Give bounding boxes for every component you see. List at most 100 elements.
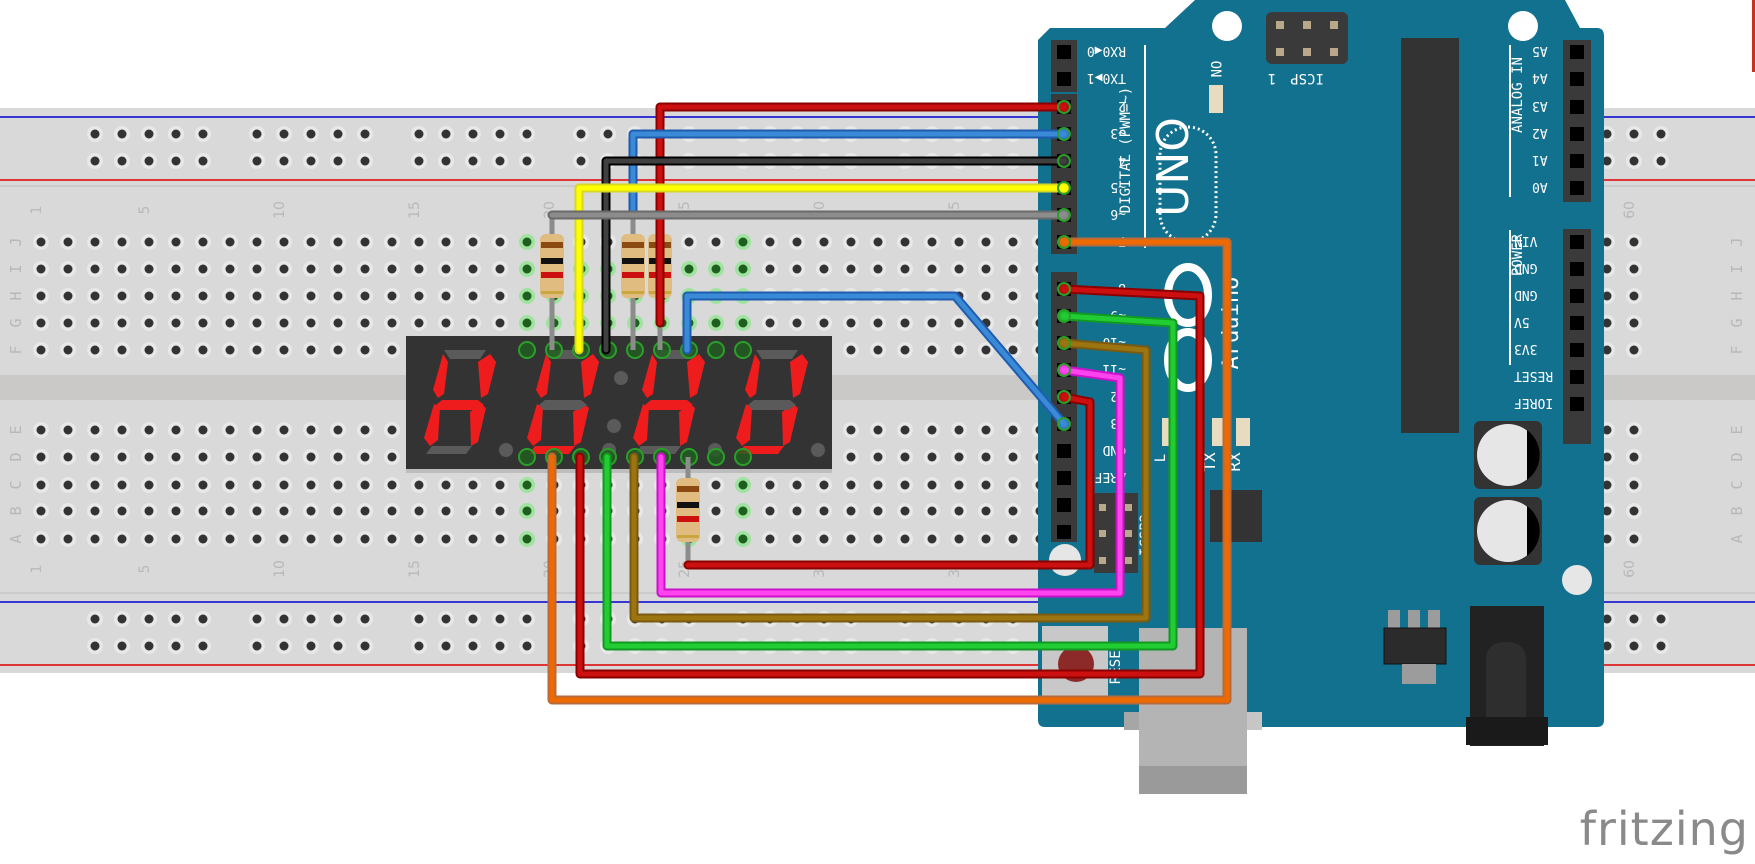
wire-end-connector[interactable] — [1057, 390, 1071, 404]
header-socket[interactable] — [1570, 316, 1584, 330]
header-socket[interactable] — [1570, 181, 1584, 195]
display-pin[interactable] — [707, 341, 725, 359]
wire-end-connector[interactable] — [1057, 181, 1071, 195]
breadboard-hole-center — [144, 129, 154, 139]
wire-gray-pin6[interactable] — [547, 208, 1071, 222]
breadboard-hole-center — [1629, 534, 1639, 544]
breadboard-hole-center — [495, 480, 505, 490]
wire-green-pin9[interactable] — [602, 309, 1178, 651]
header-socket[interactable] — [1570, 289, 1584, 303]
wire-black-pin4[interactable] — [601, 154, 1071, 355]
wire-end-connector[interactable] — [1057, 336, 1071, 350]
header-socket[interactable] — [1057, 72, 1071, 86]
header-socket[interactable] — [1570, 370, 1584, 384]
icsp2-pin[interactable] — [1099, 530, 1106, 537]
breadboard-hole-center — [225, 291, 235, 301]
digital-header-mid — [1051, 94, 1077, 254]
segment-f — [536, 354, 551, 398]
header-socket[interactable] — [1057, 498, 1071, 512]
icsp-pin[interactable] — [1276, 48, 1284, 56]
header-socket[interactable] — [1057, 444, 1071, 458]
wire-blue-pin13[interactable] — [682, 291, 1071, 431]
icsp-pin[interactable] — [1303, 21, 1311, 29]
wire-end-connector[interactable] — [1057, 282, 1071, 296]
wire-end-connector[interactable] — [1057, 235, 1071, 249]
wire-end-connector[interactable] — [1057, 100, 1071, 114]
breadboard-hole-center — [981, 264, 991, 274]
breadboard-hole-center — [792, 480, 802, 490]
header-socket[interactable] — [1570, 154, 1584, 168]
header-socket[interactable] — [1570, 262, 1584, 276]
segment-b — [581, 354, 599, 398]
capacitor-stripe — [1527, 506, 1540, 556]
wire-end-connector[interactable] — [1057, 208, 1071, 222]
header-socket[interactable] — [1057, 525, 1071, 539]
header-socket[interactable] — [1570, 397, 1584, 411]
header-socket[interactable] — [1570, 235, 1584, 249]
breadboard-hole-center — [927, 452, 937, 462]
wire-end-connector[interactable] — [1057, 154, 1071, 168]
display-pin[interactable] — [734, 341, 752, 359]
display-pin[interactable] — [518, 341, 536, 359]
header-socket[interactable] — [1057, 45, 1071, 59]
icsp2-pin[interactable] — [1125, 504, 1132, 511]
wire-end-connector[interactable] — [1057, 127, 1071, 141]
wire-red-pin12[interactable] — [683, 390, 1095, 570]
breadboard-hole-center — [1008, 291, 1018, 301]
wire-end-connector[interactable] — [1057, 363, 1071, 377]
wire-orange-pin7[interactable] — [547, 235, 1232, 705]
breadboard-hole-center — [441, 534, 451, 544]
icsp-pin[interactable] — [1330, 48, 1338, 56]
arduino-uno-board[interactable]: RX0◀0TX0▶12~34~5~678~9~10~111213GNDAREFD… — [1038, 0, 1604, 794]
column-number: 15 — [407, 560, 423, 578]
icsp-pin[interactable] — [1303, 48, 1311, 56]
breadboard-hole-center — [468, 237, 478, 247]
breadboard-hole-center — [360, 506, 370, 516]
digital-pin-label: ~3 — [1110, 125, 1126, 140]
row-letter: F — [7, 345, 25, 354]
breadboard-hole-center — [792, 264, 802, 274]
icsp2-pin[interactable] — [1125, 557, 1132, 564]
wire-yellow-pin5[interactable] — [574, 181, 1071, 355]
header-socket[interactable] — [1570, 127, 1584, 141]
wire-red-pin8[interactable] — [575, 282, 1205, 679]
display-pin[interactable] — [518, 448, 536, 466]
icsp-pin[interactable] — [1330, 21, 1338, 29]
breadboard-hole-center — [873, 452, 883, 462]
regulator-leg — [1428, 610, 1440, 632]
wire-red-pin2[interactable] — [655, 100, 1071, 328]
display-pin[interactable] — [707, 448, 725, 466]
breadboard-hole-center — [279, 129, 289, 139]
icsp2-pin[interactable] — [1099, 557, 1106, 564]
icsp2-pin[interactable] — [1099, 504, 1106, 511]
breadboard-hole-center — [414, 129, 424, 139]
header-socket[interactable] — [1057, 471, 1071, 485]
breadboard-hole-center — [333, 425, 343, 435]
wire-end-connector[interactable] — [1057, 309, 1071, 323]
breadboard-hole-center — [1008, 345, 1018, 355]
mounting-hole — [1562, 565, 1592, 595]
wire-magenta-pin11[interactable] — [656, 363, 1125, 598]
l-label: L — [1153, 454, 1169, 462]
header-socket[interactable] — [1570, 72, 1584, 86]
breadboard-hole-center — [1629, 452, 1639, 462]
breadboard-hole-center — [765, 264, 775, 274]
header-socket[interactable] — [1570, 343, 1584, 357]
icsp-pin[interactable] — [1276, 21, 1284, 29]
wire-brown-pin10[interactable] — [629, 336, 1151, 623]
breadboard-hole-center — [387, 506, 397, 516]
seven-segment-display[interactable] — [406, 336, 832, 473]
breadboard-hole-center — [36, 534, 46, 544]
column-number: 10 — [272, 201, 288, 219]
breadboard-hole-center — [36, 318, 46, 328]
power-pin-label: 5V — [1514, 314, 1530, 329]
breadboard-hole-center — [333, 641, 343, 651]
breadboard-hole-center — [333, 129, 343, 139]
breadboard-hole-center — [306, 425, 316, 435]
header-socket[interactable] — [1570, 100, 1584, 114]
display-pin[interactable] — [734, 448, 752, 466]
header-socket[interactable] — [1570, 45, 1584, 59]
wire-end-connector[interactable] — [1057, 417, 1071, 431]
icsp2-pin[interactable] — [1125, 530, 1132, 537]
breadboard-hole-center — [846, 534, 856, 544]
